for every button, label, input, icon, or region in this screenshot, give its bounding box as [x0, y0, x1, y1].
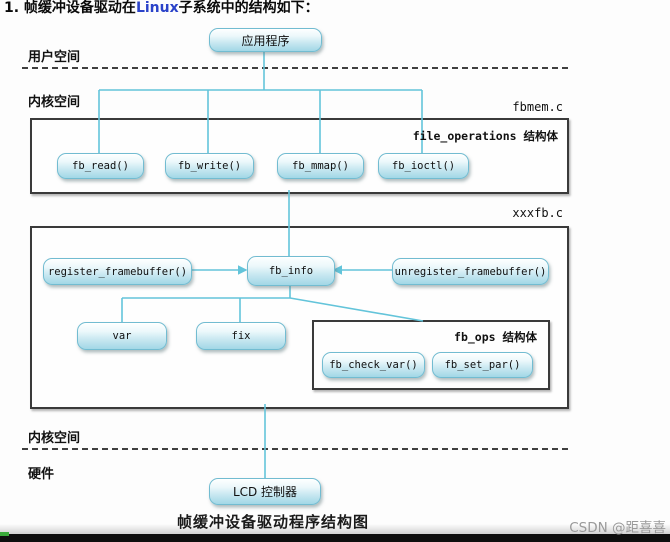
struct-label-fb-ops: fb_ops 结构体 — [454, 330, 537, 344]
node-var: var — [77, 322, 167, 350]
node-fb-read: fb_read() — [57, 153, 144, 179]
csdn-watermark: CSDN @距喜喜 — [569, 520, 666, 536]
node-fb-ioctl: fb_ioctl() — [378, 153, 469, 179]
node-fb-write: fb_write() — [165, 153, 254, 179]
node-lcd-controller: LCD 控制器 — [209, 478, 321, 505]
divider-kernel-hardware — [22, 448, 568, 450]
file-label-xxxfb: xxxfb.c — [512, 206, 563, 220]
label-kernel-space-top: 内核空间 — [28, 95, 81, 110]
page-title-suffix: 子系统中的结构如下： — [178, 0, 319, 16]
page-title: 1. 帧缓冲设备驱动在Linux子系统中的结构如下： — [4, 0, 319, 17]
page-title-prefix: 1. 帧缓冲设备驱动在 — [4, 0, 136, 16]
label-hardware: 硬件 — [28, 467, 55, 482]
struct-label-file-operations: file_operations 结构体 — [412, 129, 558, 143]
divider-user-kernel — [22, 67, 568, 69]
node-fb-check-var: fb_check_var() — [322, 352, 425, 378]
node-unregister-framebuffer: unregister_framebuffer() — [392, 258, 549, 285]
node-fb-info: fb_info — [247, 256, 335, 286]
label-user-space: 用户空间 — [28, 50, 81, 65]
bottom-green-indicator — [0, 532, 9, 536]
node-fb-set-par: fb_set_par() — [432, 352, 533, 378]
bottom-gradient — [0, 524, 670, 534]
label-kernel-space-bottom: 内核空间 — [28, 431, 81, 446]
node-fix: fix — [196, 322, 286, 350]
node-fb-mmap: fb_mmap() — [277, 153, 364, 179]
node-application: 应用程序 — [209, 28, 322, 52]
diagram-caption: 帧缓冲设备驱动程序结构图 — [177, 513, 370, 531]
page-title-linux-word: Linux — [135, 0, 179, 16]
node-register-framebuffer: register_framebuffer() — [43, 258, 192, 285]
bottom-black-bar — [0, 534, 670, 542]
file-label-fbmem: fbmem.c — [512, 100, 563, 114]
